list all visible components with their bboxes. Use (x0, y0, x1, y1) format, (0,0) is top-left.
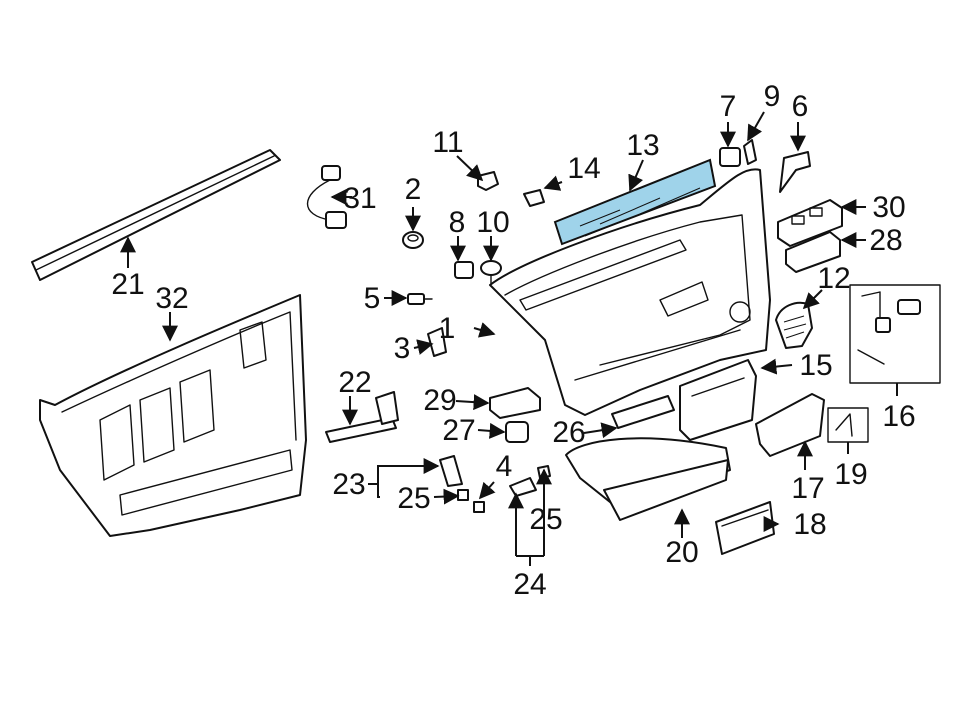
callout-5: 5 (364, 282, 381, 315)
part-26-switch-panel (611, 395, 675, 429)
callout-4: 4 (496, 450, 513, 483)
part-4-clip (473, 501, 485, 513)
callout-17: 17 (791, 472, 824, 505)
callout-8: 8 (449, 206, 466, 239)
callout-32: 32 (155, 282, 188, 315)
callout-11: 11 (432, 126, 463, 159)
callout-7: 7 (720, 90, 737, 123)
callout-29: 29 (423, 384, 456, 417)
part-17-pull-cup (755, 393, 825, 457)
callout-20: 20 (665, 536, 698, 569)
callout-22: 22 (338, 366, 371, 399)
callout-2: 2 (405, 173, 422, 206)
callout-13: 13 (626, 129, 659, 162)
callout-3: 3 (394, 332, 411, 365)
part-28-switch-base (785, 231, 841, 273)
part-30-switch-housing (777, 199, 843, 247)
callout-24: 24 (513, 568, 546, 601)
part-20-armrest (565, 437, 731, 521)
part-31-wire-harness (306, 165, 347, 229)
part-15-trim-insert (679, 359, 757, 441)
part-27-switch (505, 421, 529, 443)
part-1-door-trim-panel (489, 168, 771, 416)
callout-labels: 1 2 3 4 5 6 7 8 9 10 11 12 13 14 15 16 1… (111, 80, 915, 601)
callout-27: 27 (442, 414, 475, 447)
part-7-switch (719, 147, 741, 167)
callout-14: 14 (567, 152, 600, 185)
part-13-upper-trim-highlighted (553, 158, 717, 246)
callout-16: 16 (882, 400, 915, 433)
callout-15: 15 (799, 349, 832, 382)
callout-30: 30 (872, 191, 905, 224)
part-8-clip (454, 261, 474, 279)
part-2-grommet (402, 231, 424, 249)
leader-lines (120, 111, 898, 566)
callout-19: 19 (834, 458, 867, 491)
callout-23: 23 (332, 468, 365, 501)
callout-18: 18 (793, 508, 826, 541)
part-22-handle-rod (325, 391, 399, 443)
part-12-speaker-grille (775, 301, 813, 349)
callout-1: 1 (439, 312, 456, 345)
callout-9: 9 (764, 80, 781, 113)
callout-31: 31 (343, 182, 376, 215)
part-9-bezel (743, 139, 757, 165)
part-32-door-panel (39, 294, 307, 537)
callout-12: 12 (817, 262, 850, 295)
part-11-clip (477, 171, 499, 191)
part-21-belt-molding (31, 149, 281, 281)
callout-10: 10 (476, 206, 509, 239)
part-19-kit-box (827, 407, 869, 443)
part-18-storage-pocket (715, 501, 775, 555)
callout-21: 21 (111, 268, 144, 301)
part-23-handle-bracket (439, 455, 469, 501)
callout-25-right: 25 (529, 503, 562, 536)
part-5-screw (407, 293, 433, 305)
callout-25-left: 25 (397, 482, 430, 515)
part-29-switch-bezel (489, 387, 541, 419)
callout-26: 26 (552, 416, 585, 449)
part-16-kit-box (849, 284, 941, 384)
callout-28: 28 (869, 224, 902, 257)
part-6-bracket (779, 151, 811, 193)
part-14-clip (523, 189, 545, 207)
callout-6: 6 (792, 90, 809, 123)
